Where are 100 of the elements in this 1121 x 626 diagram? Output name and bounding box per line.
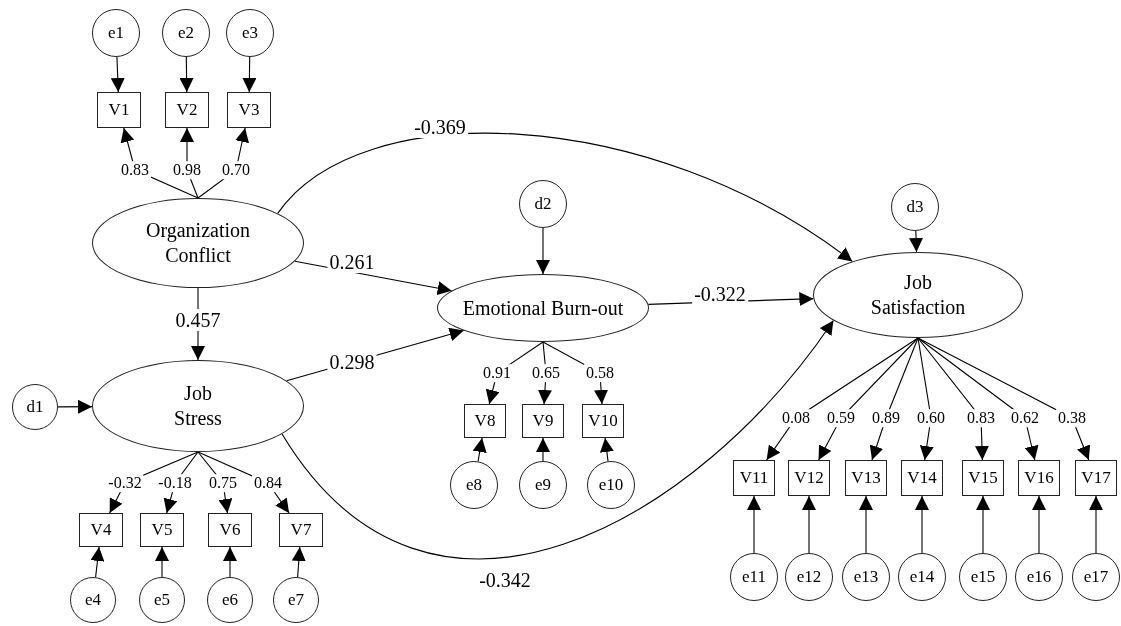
arrow: [179, 56, 194, 93]
error-circle: [519, 180, 567, 228]
arrow: [976, 495, 990, 554]
edge-label: 0.84: [252, 474, 284, 492]
arrow: [536, 437, 550, 462]
variable-label: Job Stress: [173, 381, 223, 431]
error-circle: [162, 9, 210, 57]
error-circle: [139, 577, 185, 623]
error-circle: [785, 553, 833, 601]
indicator-box: [901, 460, 943, 496]
variable-label: d3: [906, 196, 924, 218]
variable-label: e1: [107, 22, 124, 44]
error-circle: [587, 461, 635, 509]
arrow: [90, 546, 105, 578]
variable-label: Emotional Burn-out: [462, 295, 624, 321]
variable-label: e16: [1026, 566, 1052, 588]
indicator-box: [788, 460, 830, 496]
arrow: [291, 546, 306, 578]
edge-label: 0.65: [530, 364, 562, 382]
arrow: [915, 495, 929, 554]
edge-label: 0.70: [220, 161, 252, 179]
error-circle: [12, 384, 58, 430]
edge-label: 0.75: [207, 474, 239, 492]
indicator-box: [522, 404, 564, 438]
variable-label: V10: [588, 410, 618, 432]
edge-label: 0.298: [327, 351, 377, 373]
arrow: [242, 56, 257, 93]
variable-label: V5: [151, 519, 173, 541]
variable-label: e13: [853, 566, 879, 588]
edge-label: 0.98: [171, 161, 203, 179]
variable-label: V1: [108, 99, 130, 121]
error-circle: [226, 9, 274, 57]
variable-label: V8: [474, 410, 496, 432]
error-circle: [959, 553, 1007, 601]
variable-label: e14: [909, 566, 935, 588]
indicator-box: [227, 92, 271, 128]
edge-label: 0.62: [1009, 409, 1041, 427]
edge-label: 0.60: [915, 409, 947, 427]
error-circle: [891, 183, 939, 231]
indicator-box: [165, 92, 209, 128]
edge-label: 0.83: [119, 161, 151, 179]
edge-label: 0.91: [481, 364, 513, 382]
indicator-box: [208, 513, 252, 547]
indicator-box: [464, 404, 506, 438]
variable-label: e15: [970, 566, 996, 588]
variable-label: e11: [742, 566, 766, 588]
arrow: [110, 56, 125, 93]
variable-label: V17: [1081, 467, 1111, 489]
arrow: [917, 337, 989, 461]
variable-label: V6: [219, 519, 241, 541]
edge-label: -0.32: [106, 474, 144, 492]
variable-label: V11: [739, 467, 769, 489]
arrow: [859, 495, 873, 554]
arrow: [472, 437, 487, 462]
indicator-box: [279, 513, 323, 547]
arrow: [57, 399, 93, 414]
variable-label: V13: [851, 467, 881, 489]
variable-label: Organization Conflict: [144, 218, 251, 268]
indicator-box: [962, 460, 1004, 496]
arrow: [223, 546, 237, 578]
arrow: [909, 230, 924, 253]
variable-label: e8: [465, 474, 482, 496]
variable-label: e12: [796, 566, 822, 588]
error-circle: [1072, 553, 1120, 601]
error-circle: [898, 553, 946, 601]
indicator-box: [79, 513, 123, 547]
error-circle: [842, 553, 890, 601]
variable-label: e5: [153, 589, 170, 611]
error-circle: [519, 461, 567, 509]
variable-label: V3: [238, 99, 260, 121]
error-circle: [207, 577, 253, 623]
arrow: [802, 495, 816, 554]
edge-label: 0.38: [1056, 409, 1088, 427]
variable-label: e4: [84, 589, 101, 611]
error-circle: [730, 553, 778, 601]
error-circle: [273, 577, 319, 623]
variable-label: e7: [287, 589, 304, 611]
variable-label: e9: [534, 474, 551, 496]
error-circle: [1015, 553, 1063, 601]
variable-label: e17: [1083, 566, 1109, 588]
arrow: [155, 546, 169, 578]
variable-label: V14: [907, 467, 937, 489]
variable-label: V4: [90, 519, 112, 541]
variable-label: e6: [221, 589, 238, 611]
error-circle: [92, 9, 140, 57]
variable-label: V15: [968, 467, 998, 489]
variable-label: V12: [794, 467, 824, 489]
edge-label: 0.08: [780, 409, 812, 427]
variable-label: V7: [290, 519, 312, 541]
error-circle: [450, 461, 498, 509]
edge-label: -0.18: [156, 474, 194, 492]
indicator-box: [733, 460, 775, 496]
indicator-box: [582, 404, 624, 438]
variable-label: e2: [177, 22, 194, 44]
edge-label: 0.59: [825, 409, 857, 427]
variable-label: V16: [1024, 467, 1054, 489]
edge-label: 0.83: [965, 409, 997, 427]
variable-label: e10: [598, 474, 624, 496]
arrow: [1089, 495, 1103, 554]
indicator-box: [140, 513, 184, 547]
